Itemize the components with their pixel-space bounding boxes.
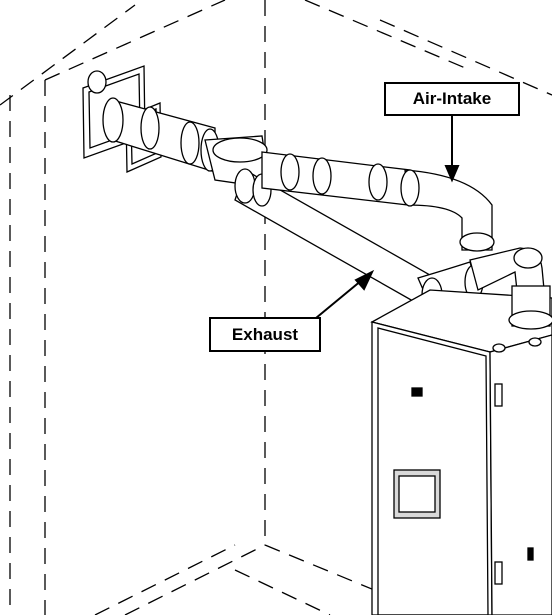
air-intake-elbow-joint — [400, 169, 420, 207]
exhaust-arrowhead — [354, 269, 375, 291]
air-intake-coupler-3 — [368, 163, 388, 201]
exhaust-label: Exhaust — [209, 317, 321, 352]
air-intake-elbow-collar — [459, 232, 495, 252]
concentric-pipe-end — [102, 97, 124, 143]
air-intake-label: Air-Intake — [384, 82, 520, 116]
air-intake-coupler-2 — [312, 157, 332, 195]
floor-right-inner — [234, 569, 331, 615]
air-intake-elbow — [404, 169, 493, 251]
floor-left — [124, 544, 266, 615]
floor-left-inner — [94, 544, 236, 615]
air-intake-coupler-1 — [280, 153, 300, 191]
exhaust-pipe-coupler-1 — [234, 168, 256, 204]
exhaust-riser-collar — [513, 247, 543, 269]
boiler-side-latch-bottom — [494, 561, 503, 585]
concentric-pipe-ring-2 — [180, 121, 200, 165]
boiler-front — [371, 321, 493, 615]
termination-vent-cap — [87, 70, 107, 94]
exhaust-arrow-shaft — [315, 279, 363, 319]
callout-arrows — [315, 116, 460, 319]
boiler-top-connection-2 — [528, 337, 542, 347]
boiler-side-latch-top — [494, 383, 503, 407]
wall-inner-top — [44, 0, 226, 81]
air-intake-arrowhead — [444, 165, 460, 183]
wall-outer-left — [0, 4, 136, 106]
boiler-unit — [370, 285, 552, 615]
boiler-side-vent — [527, 547, 534, 561]
wall-outer-right — [304, 0, 471, 71]
concentric-pipe-ring-1 — [140, 106, 160, 150]
boiler-top-connection-1 — [492, 343, 506, 353]
concentric-vent-pipe — [102, 97, 271, 189]
concentric-tee-collar — [212, 137, 268, 163]
boiler-logo — [411, 387, 423, 397]
wall-top-right — [379, 19, 552, 96]
boiler-display-screen — [398, 475, 436, 513]
air-intake-pipe — [261, 151, 495, 252]
boiler-front-inner-edge — [377, 327, 489, 615]
boiler-vent-adapter-base — [508, 310, 552, 330]
floor-right — [264, 544, 436, 615]
